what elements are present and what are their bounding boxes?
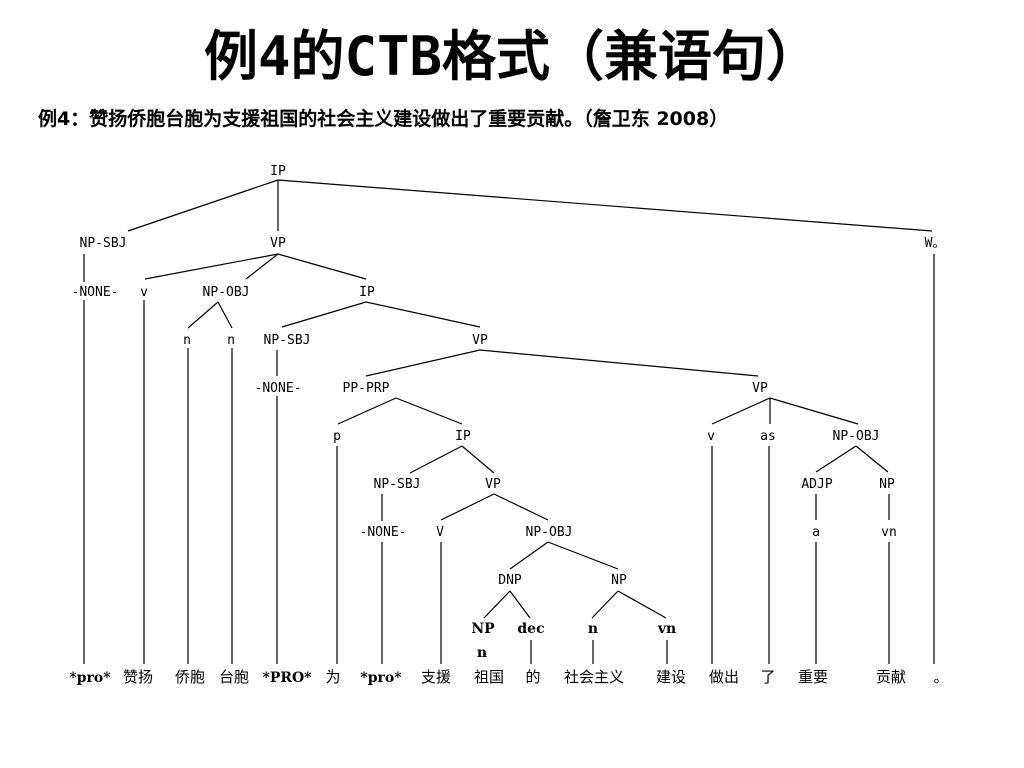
node-ip: IP: [455, 429, 471, 444]
leaf-word: *pro*: [360, 670, 402, 686]
leaf-word: *PRO*: [263, 670, 313, 686]
leaf-word: 支援: [421, 668, 451, 686]
edge: [365, 301, 481, 328]
edge: [281, 301, 367, 328]
node-np-sbj: NP-SBJ: [264, 333, 311, 348]
tree-node-labels: IP NP-SBJ VP W。 -NONE- v NP-OBJ IP n n N…: [72, 164, 946, 661]
node-vp: VP: [752, 381, 768, 396]
edge: [277, 253, 367, 280]
node-vn: vn: [657, 621, 676, 637]
leaf-word: 贡献: [876, 668, 906, 686]
leaf-word: 为: [325, 668, 340, 686]
node-np: NP: [611, 573, 627, 588]
edge: [509, 541, 549, 570]
leaf-word: 台胞: [219, 668, 249, 686]
node-vp: VP: [472, 333, 488, 348]
leaf-word: 了: [760, 668, 775, 686]
example-sentence: 例4：赞扬侨胞台胞为支援祖国的社会主义建设做出了重要贡献。（詹卫东 2008）: [38, 108, 729, 130]
edge: [144, 253, 279, 280]
tree-edges: [83, 179, 935, 664]
node-a: a: [812, 525, 820, 540]
node-ip: IP: [359, 285, 375, 300]
leaf-word: 做出: [709, 668, 739, 686]
node-n: n: [477, 645, 487, 661]
node-none: -NONE-: [72, 285, 119, 300]
leaf-word: 重要: [798, 668, 828, 686]
leaf-word: 侨胞: [175, 668, 205, 686]
node-n: n: [588, 621, 598, 637]
node-vn: vn: [881, 525, 897, 540]
node-vp: VP: [485, 477, 501, 492]
edge: [855, 445, 889, 473]
edge: [217, 301, 233, 329]
node-dec: dec: [517, 621, 544, 637]
edge: [127, 179, 279, 232]
edge: [395, 397, 463, 425]
node-np: NP: [471, 621, 495, 637]
node-n: n: [183, 333, 191, 348]
node-n: n: [227, 333, 235, 348]
node-v: v: [707, 429, 715, 444]
node-np-sbj: NP-SBJ: [374, 477, 421, 492]
edge: [409, 445, 463, 474]
node-as: as: [760, 429, 776, 444]
edge: [187, 301, 219, 329]
edge: [617, 590, 667, 619]
edge: [337, 397, 397, 425]
node-dnp: DNP: [498, 573, 522, 588]
node-np-obj: NP-OBJ: [526, 525, 573, 540]
node-v: v: [140, 285, 148, 300]
node-none: -NONE-: [255, 381, 302, 396]
node-adjp: ADJP: [801, 477, 832, 492]
edge: [245, 253, 279, 280]
node-pp-prp: PP-PRP: [343, 381, 390, 396]
leaf-word: *pro*: [69, 670, 111, 686]
node-np: NP: [879, 477, 895, 492]
node-ip-root: IP: [270, 164, 286, 179]
node-p: p: [333, 429, 341, 444]
page-title: 例4的CTB格式（兼语句）: [203, 25, 821, 88]
edge: [591, 590, 619, 619]
node-v: V: [436, 525, 444, 540]
edge: [277, 179, 933, 232]
node-none: -NONE-: [360, 525, 407, 540]
leaf-word: 赞扬: [123, 668, 153, 686]
edge: [479, 349, 759, 377]
leaf-word: 建设: [656, 668, 686, 686]
leaf-word: 社会主义: [564, 668, 624, 686]
node-np-obj: NP-OBJ: [833, 429, 880, 444]
edge: [711, 397, 771, 425]
edge: [483, 590, 511, 619]
edge: [815, 445, 857, 473]
node-vp: VP: [270, 236, 286, 251]
leaf-word: 祖国: [474, 668, 504, 686]
leaf-word: 。: [933, 668, 948, 686]
node-np-sbj: NP-SBJ: [80, 236, 127, 251]
node-w: W。: [925, 236, 946, 251]
edge: [493, 493, 549, 521]
edge: [461, 445, 495, 474]
edge: [365, 349, 481, 377]
edge: [440, 493, 495, 521]
edge: [769, 397, 859, 425]
node-np-obj: NP-OBJ: [203, 285, 250, 300]
edge: [547, 541, 619, 570]
tree-leaf-words: *pro* 赞扬 侨胞 台胞 *PRO* 为 *pro* 支援 祖国 的 社会主…: [69, 668, 948, 686]
edge: [509, 590, 531, 619]
leaf-word: 的: [525, 668, 540, 686]
